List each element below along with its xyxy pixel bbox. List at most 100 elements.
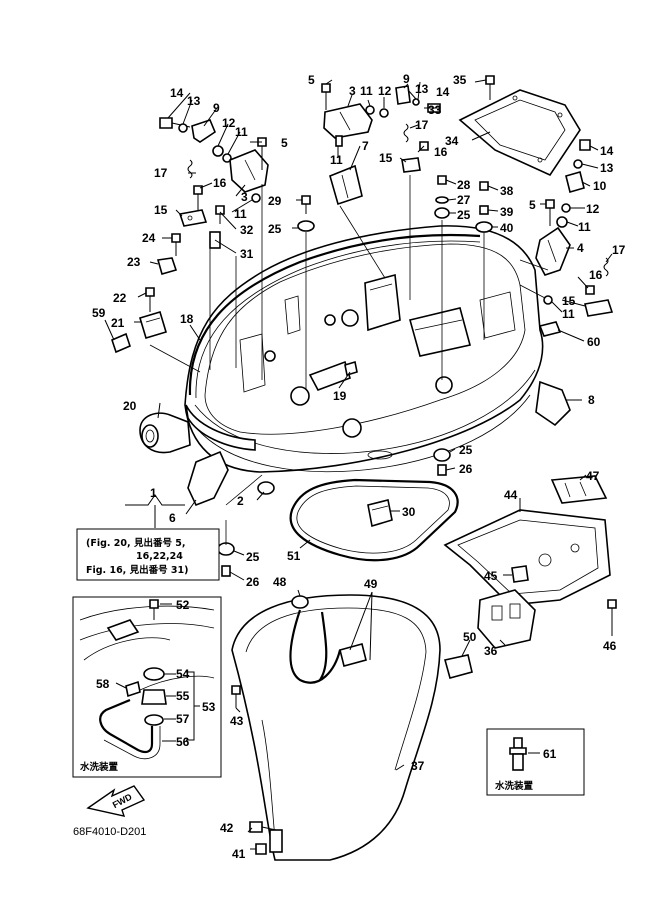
drawing-code: 68F4010-D201 [73, 826, 146, 838]
callout: 55 [176, 689, 190, 703]
callout: 11 [360, 84, 373, 98]
inset-right-caption: 水洗装置 [495, 780, 534, 792]
callout: 7 [362, 139, 369, 153]
callout: 49 [364, 577, 378, 591]
callout: 54 [176, 667, 190, 681]
callout: 33 [428, 103, 442, 117]
callout: 46 [603, 639, 617, 653]
front-parts [139, 360, 571, 507]
leader-lines [104, 79, 613, 850]
callout: 14 [600, 144, 614, 158]
callout: 43 [230, 714, 244, 728]
seal-ring [289, 478, 459, 562]
reference-note-box: (Fig. 20, 見出番号 5, 16,22,24 Fig. 16, 見出番号… [76, 528, 220, 581]
callout: 56 [176, 735, 190, 749]
callout: 5 [529, 198, 536, 212]
callout: 18 [180, 312, 194, 326]
callout: 25 [457, 208, 471, 222]
callout: 17 [612, 243, 626, 257]
callout: 16 [213, 176, 227, 190]
callout: 5 [281, 136, 288, 150]
callout: 39 [500, 205, 514, 219]
callout: 3 [349, 84, 356, 98]
callout: 17 [415, 118, 429, 132]
inset-left-caption: 水洗装置 [80, 761, 119, 773]
callout: 50 [463, 630, 477, 644]
callout: 8 [588, 393, 595, 407]
callout: 42 [220, 821, 234, 835]
callout: 41 [232, 847, 246, 861]
fwd-arrow-icon: FWD [86, 785, 146, 817]
callout: 19 [333, 389, 347, 403]
callout: 10 [593, 179, 607, 193]
callout: 58 [96, 677, 110, 691]
callout: 34 [445, 134, 459, 148]
callout: 51 [287, 549, 301, 563]
callout: 12 [378, 84, 392, 98]
bottom-cowling [184, 225, 544, 473]
callout: 13 [187, 94, 201, 108]
callout: 11 [235, 125, 248, 139]
callout: 59 [92, 306, 106, 320]
callout: 30 [402, 505, 416, 519]
callout: 22 [113, 291, 127, 305]
callout: 12 [222, 116, 236, 130]
callout: 47 [586, 469, 600, 483]
callout: 4 [577, 241, 584, 255]
callout: 26 [459, 462, 473, 476]
callout: 12 [586, 202, 600, 216]
callout: 29 [268, 194, 282, 208]
callout: 25 [246, 550, 260, 564]
callout: 13 [600, 161, 614, 175]
apron-cover [231, 594, 441, 861]
callout: 25 [268, 222, 282, 236]
callout: 6 [169, 511, 176, 525]
callout: 57 [176, 712, 190, 726]
callout: 11 [578, 220, 591, 234]
callout: 53 [202, 700, 216, 714]
note-line-3: Fig. 16, 見出番号 31) [86, 564, 188, 576]
callout: 16 [589, 268, 603, 282]
callout: 16 [434, 145, 448, 159]
callout: 14 [436, 85, 450, 99]
callout: 31 [240, 247, 254, 261]
callout: 21 [111, 316, 125, 330]
tray-bracket [443, 475, 617, 679]
callout: 3 [241, 190, 248, 204]
callout: 35 [453, 73, 467, 87]
top-center-bracket-group [321, 83, 441, 206]
top-right-plate-group [458, 75, 614, 337]
callout: 9 [213, 101, 220, 115]
callout: 26 [246, 575, 260, 589]
callout: 25 [459, 443, 473, 457]
callout: 48 [273, 575, 287, 589]
callout: 44 [504, 488, 518, 502]
callout: 11 [330, 153, 343, 167]
callout: 61 [543, 747, 557, 761]
callout-labels: 1 2 3 3 4 5 5 5 6 7 8 9 9 10 11 11 11 11… [92, 72, 626, 861]
callout: 15 [379, 151, 393, 165]
callout: 11 [562, 307, 575, 321]
callout: 38 [500, 184, 514, 198]
callout: 9 [403, 72, 410, 86]
callout: 15 [562, 294, 576, 308]
callout: 52 [176, 598, 190, 612]
callout: 27 [457, 193, 471, 207]
callout: 1 [150, 486, 157, 500]
callout: 14 [170, 86, 184, 100]
callout: 28 [457, 178, 471, 192]
callout: 2 [237, 494, 244, 508]
callout: 36 [484, 644, 498, 658]
callout: 11 [234, 207, 247, 221]
callout: 5 [308, 73, 315, 87]
note-line-2: 16,22,24 [136, 551, 183, 562]
callout: 13 [415, 82, 429, 96]
callout: 20 [123, 399, 137, 413]
callout: 17 [154, 166, 168, 180]
callout: 32 [240, 223, 254, 237]
seal-strip [188, 233, 481, 399]
lower-left-grommets [217, 520, 235, 577]
callout: 40 [500, 221, 514, 235]
callout: 24 [142, 231, 156, 245]
